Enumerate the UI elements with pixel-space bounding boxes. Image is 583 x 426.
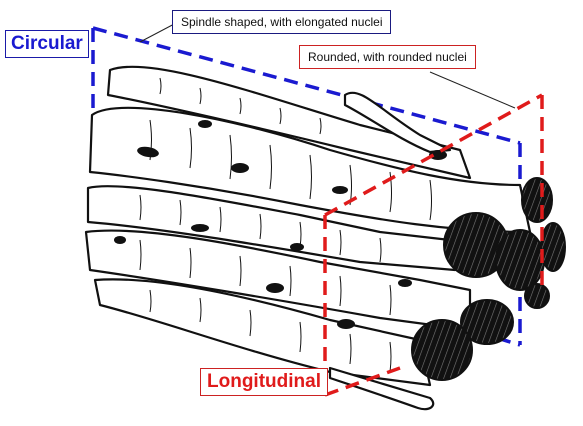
rounded-label: Rounded, with rounded nuclei [299, 45, 476, 69]
fiber-striations [139, 77, 432, 373]
nucleus [114, 236, 126, 244]
cross-section [460, 299, 514, 345]
nucleus [398, 279, 412, 287]
cross-section [495, 229, 545, 291]
longitudinal-layer-outline [323, 93, 544, 397]
elongated-nuclei [114, 120, 447, 329]
muscle-fiber [93, 278, 432, 387]
nucleus [231, 163, 249, 173]
fiber-cross-sections [411, 177, 566, 381]
muscle-fiber [106, 65, 472, 180]
muscle-fiber-bundle [84, 65, 532, 411]
rounded-leader-line [429, 71, 516, 109]
muscle-fiber [84, 229, 472, 332]
cross-section [524, 283, 550, 309]
nucleus [290, 243, 304, 251]
nucleus [337, 319, 355, 329]
cross-section [411, 319, 473, 381]
cross-section [540, 222, 566, 272]
nucleus [198, 120, 212, 128]
nucleus [332, 186, 348, 194]
muscle-fiber [86, 185, 457, 272]
muscle-fiber [328, 366, 435, 411]
spindle-shaped-label: Spindle shaped, with elongated nuclei [172, 10, 392, 34]
longitudinal-label: Longitudinal [200, 368, 328, 396]
circular-label: Circular [5, 30, 89, 58]
cross-section [521, 177, 553, 223]
nucleus [191, 224, 209, 232]
nucleus [266, 283, 284, 293]
spindle-leader-line [139, 21, 179, 43]
nucleus [429, 150, 447, 160]
nucleus [137, 146, 159, 158]
